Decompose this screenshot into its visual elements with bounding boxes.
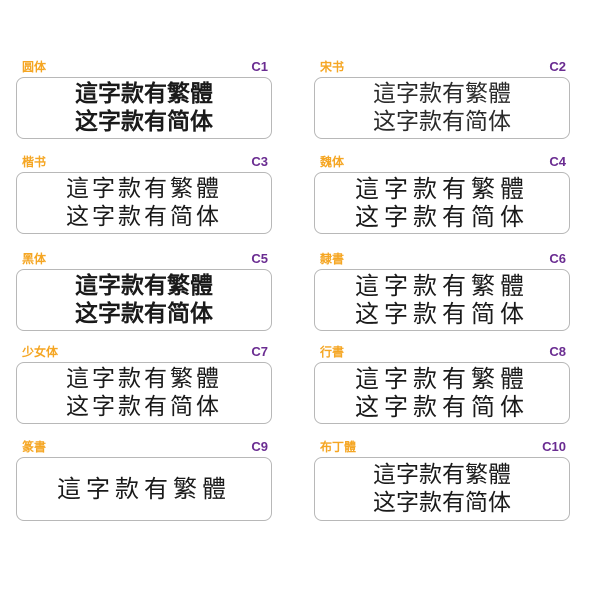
traditional-sample-text: 這字款有繁體 (75, 273, 213, 299)
font-name-label: 魏体 (320, 155, 345, 169)
simplified-sample-text: 这字款有简体 (373, 490, 511, 516)
font-code-label: C5 (251, 251, 268, 266)
font-code-label: C3 (251, 154, 268, 169)
simplified-sample-text: 这字款有简体 (66, 204, 222, 230)
traditional-sample-text: 這字款有繁體 (373, 81, 511, 107)
font-sample-card-c10: 布丁體 C10 這字款有繁體 这字款有简体 (314, 440, 572, 521)
font-name-label: 少女体 (22, 345, 59, 359)
simplified-sample-text: 这字款有简体 (66, 394, 222, 420)
traditional-sample-text: 這字款有繁體 (66, 366, 222, 392)
traditional-sample-text: 這字款有繁體 (57, 475, 231, 503)
card-header: 魏体 C4 (314, 155, 572, 171)
font-name-label: 篆書 (22, 440, 47, 454)
sample-text-box: 這字款有繁體 这字款有简体 (314, 172, 570, 234)
font-sample-card-c1: 圆体 C1 這字款有繁體 这字款有简体 (16, 60, 274, 139)
simplified-sample-text: 这字款有简体 (373, 109, 511, 135)
font-name-label: 行書 (320, 345, 345, 359)
card-header: 圆体 C1 (16, 60, 274, 76)
font-name-label: 宋书 (320, 60, 345, 74)
simplified-sample-text: 这字款有简体 (75, 109, 213, 135)
sample-text-box: 這字款有繁體 这字款有简体 (314, 269, 570, 331)
simplified-sample-text: 这字款有简体 (75, 301, 213, 327)
traditional-sample-text: 這字款有繁體 (75, 81, 213, 107)
card-header: 少女体 C7 (16, 345, 274, 361)
font-name-label: 楷书 (22, 155, 47, 169)
sample-text-box: 這字款有繁體 (16, 457, 272, 521)
font-code-label: C9 (251, 439, 268, 454)
font-code-label: C10 (542, 439, 566, 454)
card-header: 布丁體 C10 (314, 440, 572, 456)
font-code-label: C1 (251, 59, 268, 74)
font-code-label: C4 (549, 154, 566, 169)
font-name-label: 圆体 (22, 60, 47, 74)
card-header: 黑体 C5 (16, 252, 274, 268)
font-name-label: 隸書 (320, 252, 345, 266)
sample-text-box: 這字款有繁體 这字款有简体 (16, 362, 272, 424)
font-sample-card-c7: 少女体 C7 這字款有繁體 这字款有简体 (16, 345, 274, 424)
card-header: 隸書 C6 (314, 252, 572, 268)
card-header: 楷书 C3 (16, 155, 274, 171)
sample-text-box: 這字款有繁體 这字款有简体 (16, 269, 272, 331)
font-name-label: 黑体 (22, 252, 47, 266)
font-name-label: 布丁體 (320, 440, 357, 454)
font-sample-card-c3: 楷书 C3 這字款有繁體 这字款有简体 (16, 155, 274, 234)
traditional-sample-text: 這字款有繁體 (355, 272, 529, 300)
font-sample-card-c5: 黑体 C5 這字款有繁體 这字款有简体 (16, 252, 274, 331)
traditional-sample-text: 這字款有繁體 (355, 175, 529, 203)
sample-text-box: 這字款有繁體 这字款有简体 (16, 172, 272, 234)
sample-text-box: 這字款有繁體 这字款有简体 (314, 457, 570, 521)
traditional-sample-text: 這字款有繁體 (373, 462, 511, 488)
font-sample-card-c4: 魏体 C4 這字款有繁體 这字款有简体 (314, 155, 572, 234)
font-sample-card-c6: 隸書 C6 這字款有繁體 这字款有简体 (314, 252, 572, 331)
font-code-label: C7 (251, 344, 268, 359)
traditional-sample-text: 這字款有繁體 (355, 365, 529, 393)
font-code-label: C2 (549, 59, 566, 74)
card-header: 宋书 C2 (314, 60, 572, 76)
sample-text-box: 這字款有繁體 这字款有简体 (314, 362, 570, 424)
font-sample-card-c9: 篆書 C9 這字款有繁體 (16, 440, 274, 521)
simplified-sample-text: 这字款有简体 (355, 393, 529, 421)
font-code-label: C6 (549, 251, 566, 266)
font-sample-card-c8: 行書 C8 這字款有繁體 这字款有简体 (314, 345, 572, 424)
sample-text-box: 這字款有繁體 这字款有简体 (314, 77, 570, 139)
simplified-sample-text: 这字款有简体 (355, 203, 529, 231)
font-sample-card-c2: 宋书 C2 這字款有繁體 这字款有简体 (314, 60, 572, 139)
font-code-label: C8 (549, 344, 566, 359)
traditional-sample-text: 這字款有繁體 (66, 176, 222, 202)
simplified-sample-text: 这字款有简体 (355, 300, 529, 328)
card-header: 行書 C8 (314, 345, 572, 361)
card-header: 篆書 C9 (16, 440, 274, 456)
sample-text-box: 這字款有繁體 这字款有简体 (16, 77, 272, 139)
